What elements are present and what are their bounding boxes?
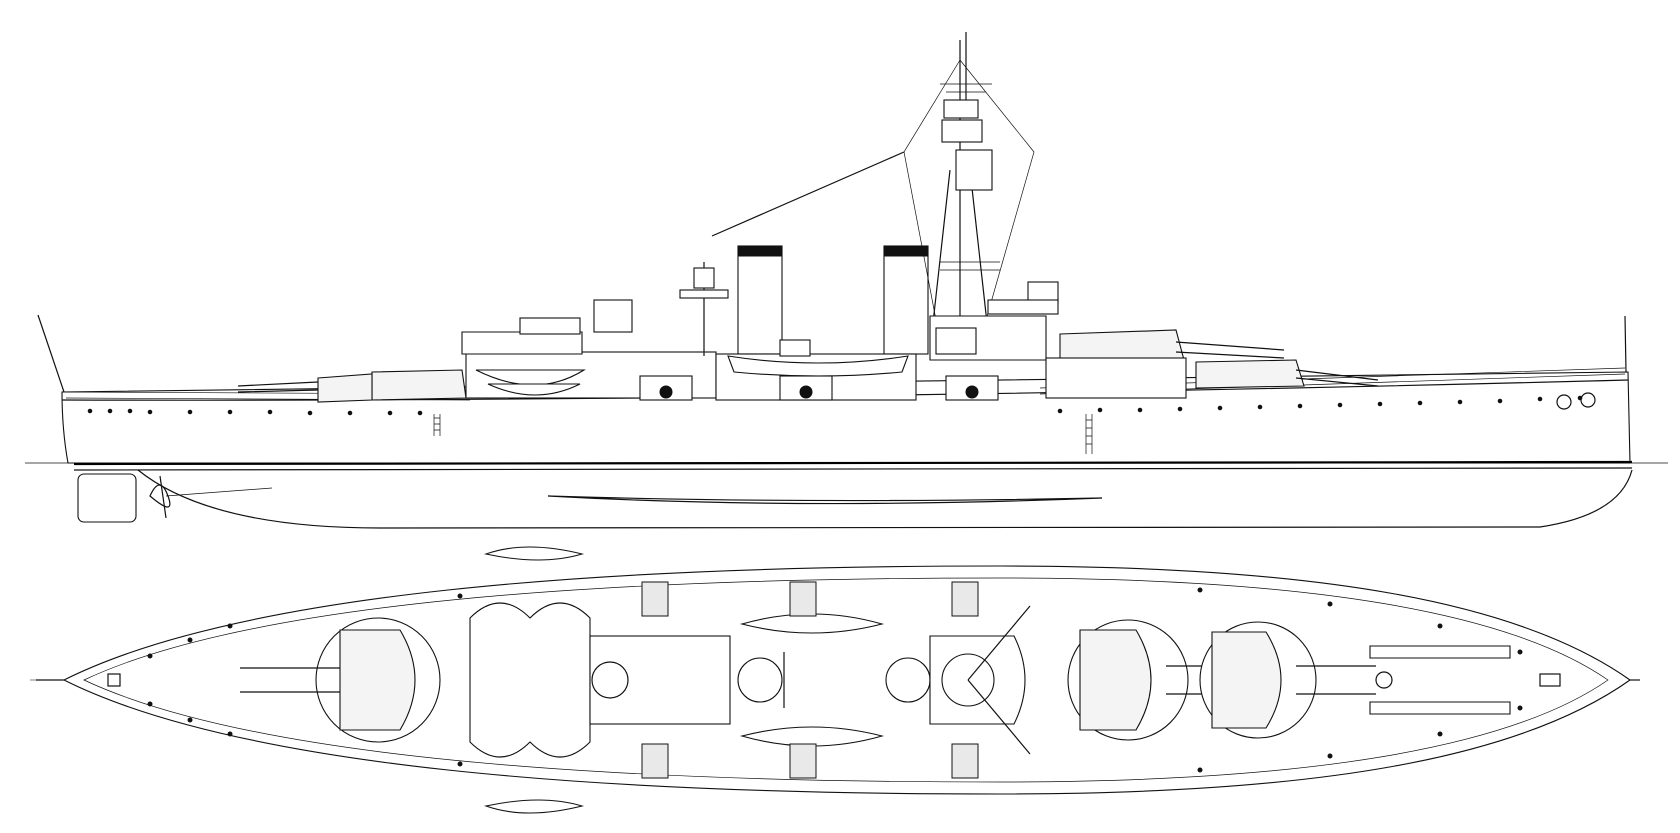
fore-funnel — [883, 245, 929, 355]
upper-deck-outline — [62, 565, 1631, 795]
aft-searchlight-tower — [593, 299, 633, 333]
aft-turret-y-roof — [339, 629, 416, 731]
motor-launch — [727, 355, 909, 377]
aft-funnel-cap — [737, 245, 783, 257]
mainmast-searchlight — [693, 267, 715, 289]
casemate-gun-mounts — [659, 385, 979, 399]
porthole-row — [87, 395, 1583, 416]
secondary-gun-mounts-plan — [641, 581, 979, 779]
yardarm — [940, 83, 992, 93]
boat-starboard-aft — [483, 799, 585, 814]
capstan — [1375, 671, 1393, 689]
side-profile-view — [25, 32, 1668, 529]
bilge-keel — [547, 495, 1103, 505]
motor-launch-starboard — [739, 726, 885, 747]
foremast-rigging — [903, 59, 1035, 321]
bridge-wing — [987, 299, 1059, 315]
forward-turret — [1195, 359, 1305, 389]
forward-superfiring-turret — [1059, 329, 1185, 363]
aft-superstructure-plan — [469, 602, 591, 758]
foremast-tripod — [929, 40, 991, 360]
forward-turret-a-roof — [1211, 631, 1282, 729]
aft-funnel — [737, 245, 783, 355]
side-ladder-aft — [433, 414, 441, 436]
aft-turret-lower — [317, 373, 373, 403]
spotting-top — [955, 149, 993, 191]
foremast-tripod-plan — [967, 605, 1031, 755]
stern-flagstaff — [37, 314, 65, 393]
forward-superstructure — [1045, 357, 1187, 399]
aft-deckhouse-upper — [519, 317, 581, 335]
boot-topping — [73, 460, 1633, 466]
propeller-icon — [149, 475, 171, 519]
ships-boat-aft-2 — [487, 383, 581, 396]
boot-topping-lower — [73, 467, 1633, 471]
aft-funnel-plan — [737, 657, 783, 703]
mainmast-base — [591, 661, 629, 699]
propeller-shaft — [165, 487, 273, 497]
forward-turret-guns — [1295, 369, 1379, 387]
launch-cabin — [779, 339, 811, 357]
hull-underwater — [137, 469, 1633, 529]
fore-funnel-cap — [883, 245, 929, 257]
jack-staff — [1624, 315, 1627, 373]
foretop — [941, 119, 983, 143]
deck-edge-inner — [83, 577, 1609, 783]
anchor-chain-starboard — [1369, 701, 1511, 715]
aft-control-house — [461, 331, 583, 355]
plan-view — [30, 546, 1640, 814]
conning-tower — [935, 327, 977, 355]
forward-turret-b-roof — [1079, 629, 1152, 731]
bow-fitting — [1539, 673, 1561, 687]
motor-launch-port — [739, 613, 885, 634]
rudder — [77, 473, 137, 523]
derrick — [711, 151, 905, 237]
fore-control-platform — [943, 99, 979, 119]
forward-turret-a-guns — [1296, 665, 1376, 695]
mainmast-platform — [679, 289, 729, 299]
anchor-chain-port — [1369, 645, 1511, 659]
side-ladder-fwd — [1085, 414, 1093, 454]
hawse-pipe — [1580, 392, 1596, 408]
aft-turret-y-guns — [240, 667, 340, 693]
hawse-pipe — [1556, 394, 1572, 410]
bridge-railing — [940, 261, 1000, 271]
aft-deckhouse-plan — [589, 635, 731, 725]
aft-gun-barrels — [237, 381, 319, 393]
fore-funnel-plan — [885, 657, 931, 703]
stern-fitting — [107, 673, 121, 687]
boat-port-aft — [483, 546, 585, 561]
forward-superfiring-guns — [1175, 341, 1285, 359]
deck-fittings — [147, 587, 1523, 773]
aft-turret-rear — [371, 369, 467, 401]
